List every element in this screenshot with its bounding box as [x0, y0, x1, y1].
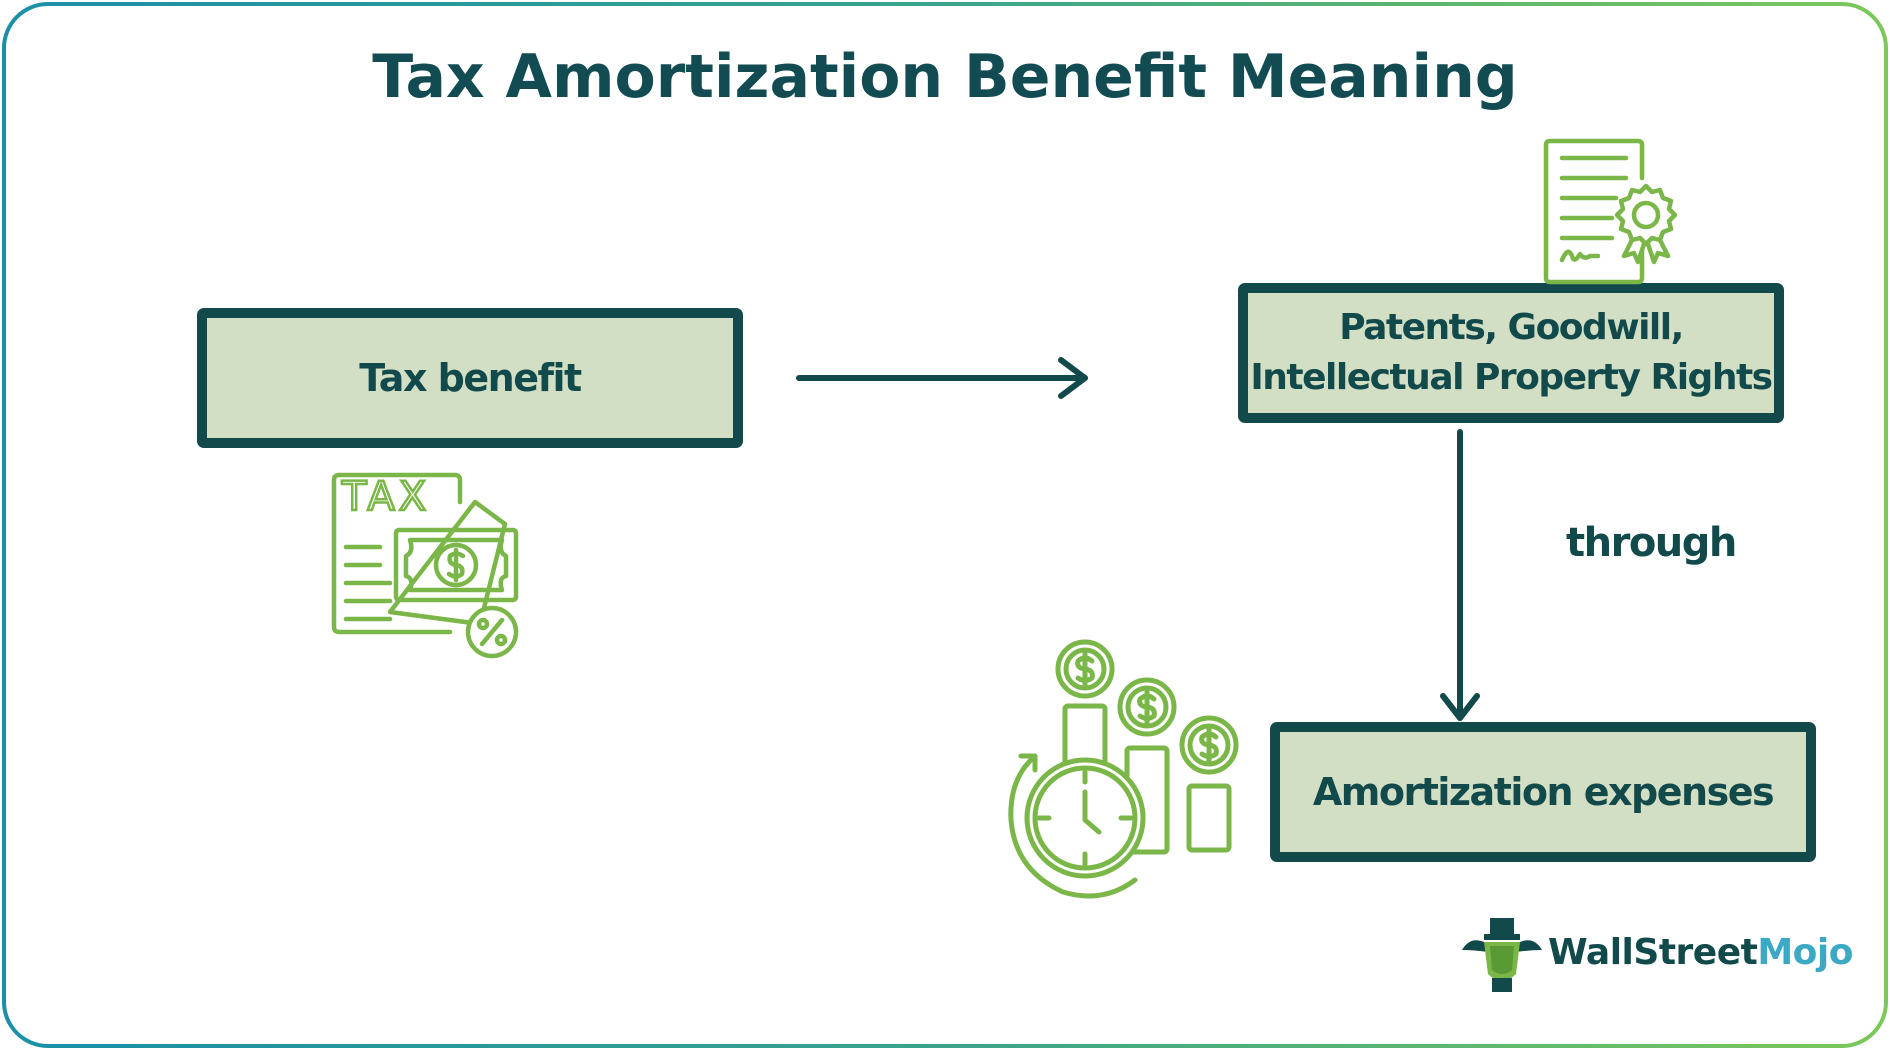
intangible-assets-line-2: Intellectual Property Rights: [1250, 357, 1773, 398]
clock-coins-growth-icon: [1008, 639, 1239, 899]
connector-label: through: [1566, 520, 1737, 566]
tax-benefit-label: Tax benefit: [359, 356, 582, 400]
logo-text-part-2: Mojo: [1757, 932, 1853, 973]
down-arrow: [1440, 429, 1480, 721]
wallstreetmojo-logo-text: WallStreetMojo: [1548, 932, 1853, 973]
right-arrow: [796, 357, 1088, 399]
wallstreetmojo-logo-icon: [1462, 918, 1542, 992]
amortization-expenses-box: Amortization expenses: [1270, 722, 1816, 862]
intangible-assets-box: Patents, Goodwill, Intellectual Property…: [1238, 283, 1784, 423]
tax-benefit-box: Tax benefit: [197, 308, 743, 448]
diagram-title: Tax Amortization Benefit Meaning: [372, 42, 1518, 112]
amortization-expenses-label: Amortization expenses: [1312, 770, 1775, 814]
logo-text-part-1: WallStreet: [1548, 932, 1758, 973]
certificate-icon: [1543, 138, 1678, 285]
tax-document-money-icon: TAX: [331, 472, 519, 659]
intangible-assets-label: Patents, Goodwill, Intellectual Property…: [1250, 303, 1773, 403]
tax-doc-label: TAX: [341, 474, 430, 520]
intangible-assets-line-1: Patents, Goodwill,: [1339, 307, 1684, 348]
